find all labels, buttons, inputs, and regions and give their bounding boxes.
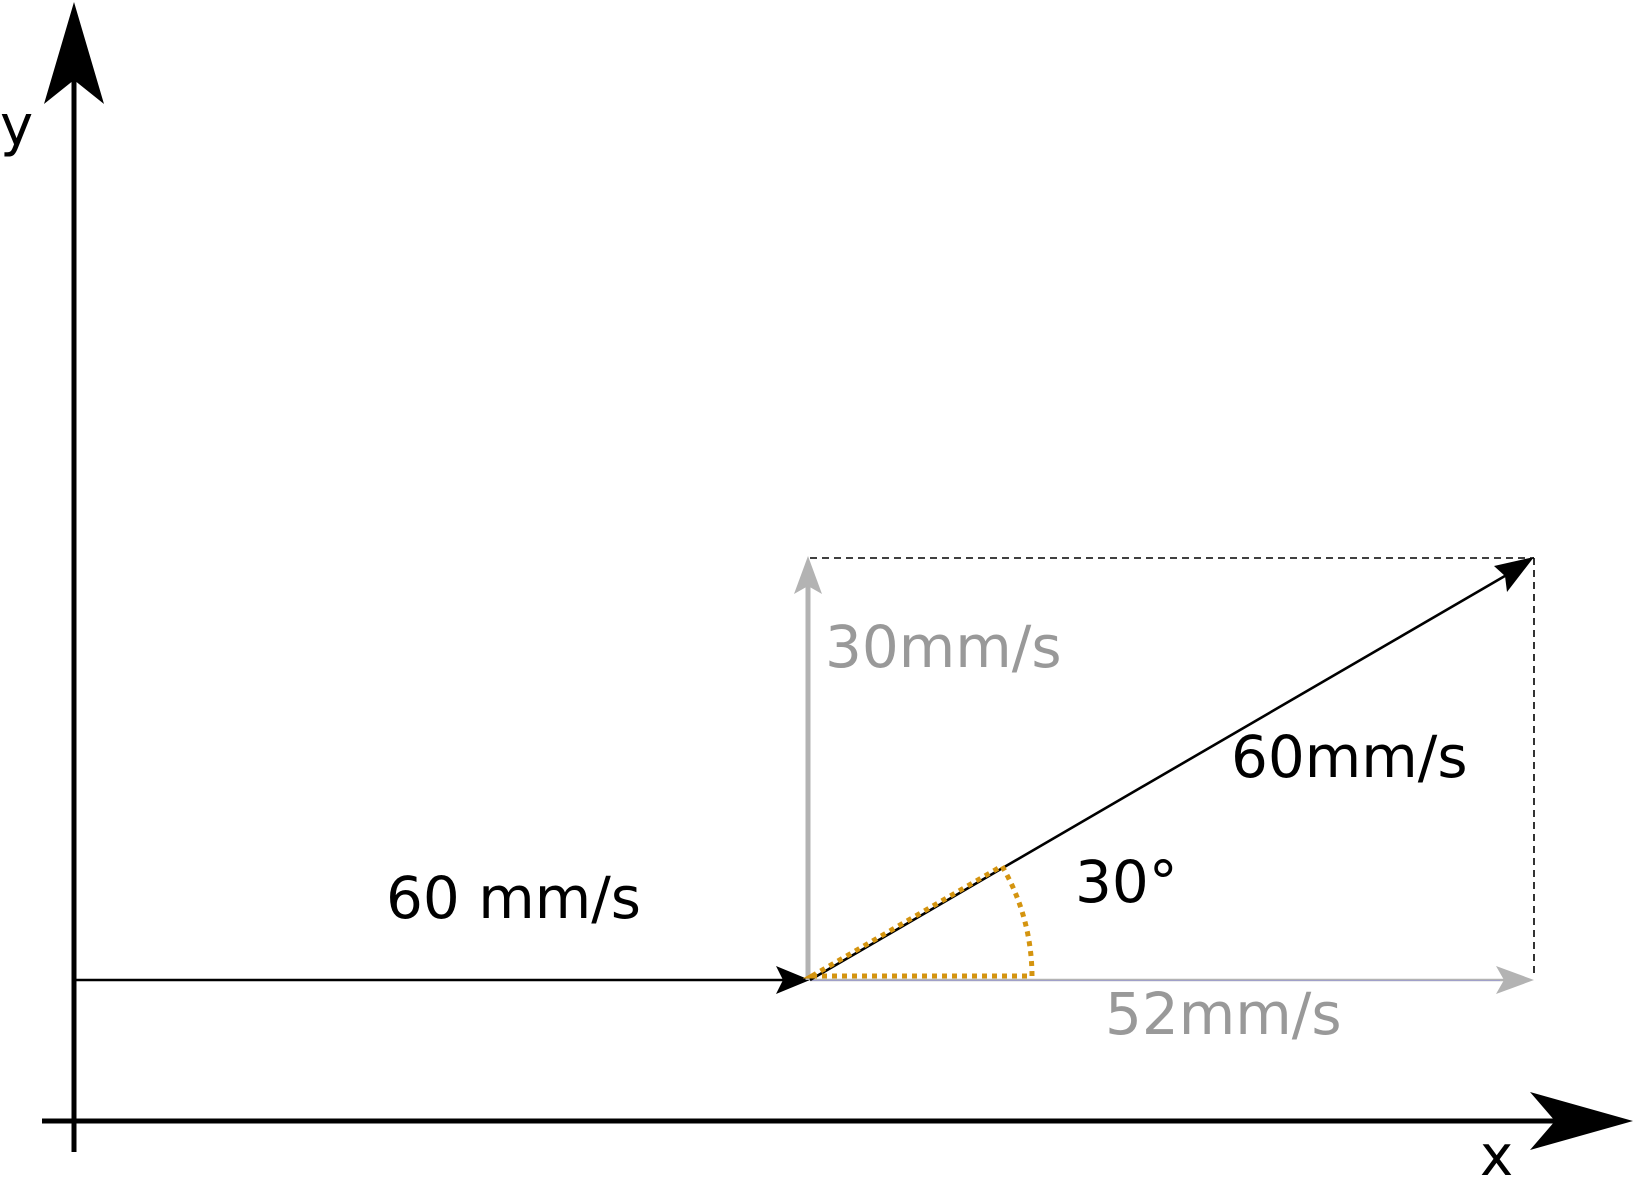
y-axis-arrowhead <box>44 2 104 104</box>
incoming-velocity-arrowhead <box>776 966 810 994</box>
x-axis-label: x <box>1480 1124 1513 1179</box>
horizontal-component-vector <box>810 966 1534 994</box>
incoming-speed-label: 60 mm/s <box>386 864 641 932</box>
y-axis-label: y <box>0 94 33 159</box>
vertical-component-label: 30mm/s <box>825 613 1062 681</box>
x-axis <box>42 1092 1633 1150</box>
incoming-velocity-vector <box>74 966 810 994</box>
resultant-speed-label: 60mm/s <box>1231 723 1468 791</box>
x-axis-arrowhead <box>1530 1092 1633 1150</box>
vertical-component-arrowhead <box>794 556 822 594</box>
guide-lines <box>810 557 1535 978</box>
vertical-component-vector <box>794 556 822 980</box>
horizontal-component-arrowhead <box>1496 966 1534 994</box>
horizontal-component-label: 52mm/s <box>1105 980 1342 1048</box>
y-axis <box>44 2 104 1152</box>
angle-marker <box>802 862 1035 979</box>
angle-label: 30° <box>1075 848 1178 916</box>
resultant-arrowhead <box>1494 557 1534 592</box>
